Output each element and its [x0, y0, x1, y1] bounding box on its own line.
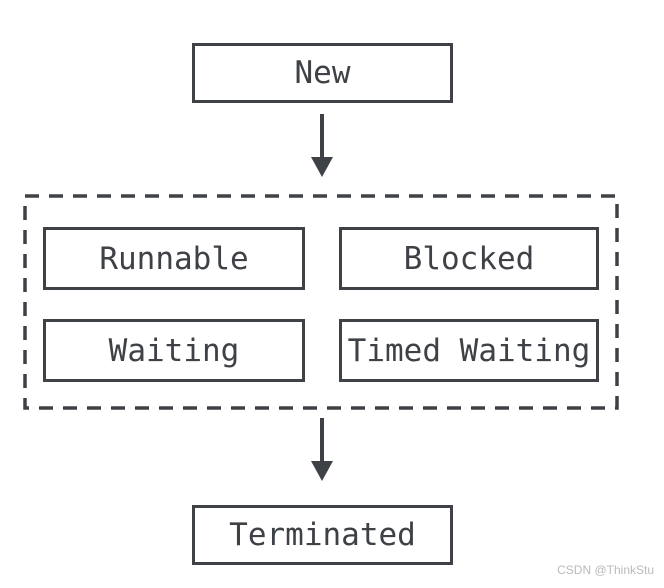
node-blocked-label: Blocked — [403, 240, 535, 277]
watermark: CSDN @ThinkStu — [557, 563, 654, 577]
node-terminated: Terminated — [192, 505, 453, 565]
node-runnable: Runnable — [43, 227, 305, 290]
node-new: New — [192, 43, 453, 103]
node-terminated-label: Terminated — [229, 517, 416, 553]
node-timed-waiting-label: Timed Waiting — [347, 332, 591, 369]
node-timed-waiting: Timed Waiting — [339, 319, 599, 382]
node-waiting: Waiting — [43, 319, 305, 382]
arrow-new-to-states-icon — [311, 114, 333, 177]
node-blocked: Blocked — [339, 227, 599, 290]
node-waiting-label: Waiting — [108, 332, 240, 369]
node-new-label: New — [294, 55, 351, 91]
active-states-group-border — [23, 194, 619, 410]
node-runnable-label: Runnable — [99, 240, 249, 277]
arrow-states-to-terminated-icon — [311, 418, 333, 481]
